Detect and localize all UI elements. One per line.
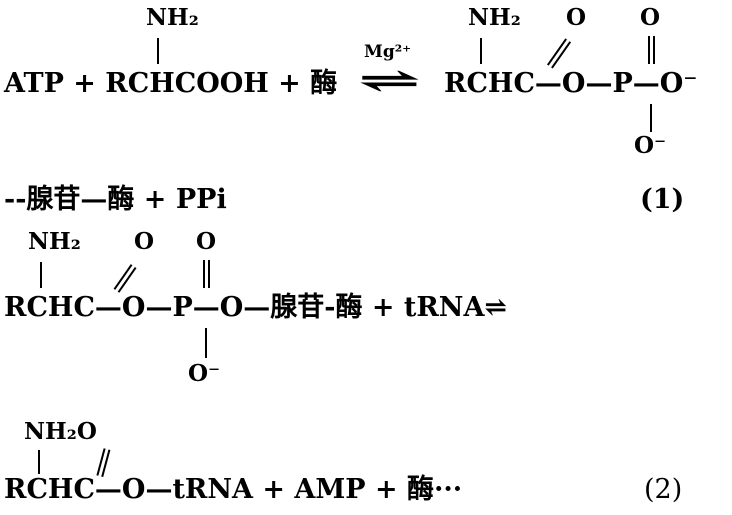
equation-label-1: (1) [640, 184, 685, 215]
amine-group: NH₂ [146, 4, 199, 31]
reactants-2: RCHC—O—P—O—腺苷-酶 + tRNA⇌ [4, 292, 508, 323]
bond-line [650, 104, 652, 132]
phosphoryl-oxygen: O [640, 4, 661, 31]
carbonyl-oxygen: O [566, 4, 587, 31]
amine-carbonyl-group: NH₂O [24, 418, 97, 445]
reactants-1: ATP + RCHCOOH + 酶 [4, 68, 338, 99]
double-bond [547, 38, 567, 66]
phosphate-oxygen: O⁻ [634, 132, 667, 159]
equation-label-2: (2) [644, 474, 683, 505]
bond-line [40, 262, 42, 288]
double-bond [648, 36, 650, 64]
catalyst-label: Mg²⁺ [364, 42, 412, 62]
double-bond [203, 260, 205, 288]
continuation-1: --腺苷—酶 + PPi [4, 184, 227, 215]
product-chain-1: RCHC—O—P—O⁻ [444, 68, 698, 99]
phosphoryl-oxygen: O [196, 228, 217, 255]
carbonyl-oxygen: O [134, 228, 155, 255]
amine-group: NH₂ [468, 4, 521, 31]
products-2: RCHC—O—tRNA + AMP + 酶··· [4, 474, 463, 505]
phosphate-oxygen: O⁻ [188, 360, 221, 387]
amine-group: NH₂ [28, 228, 81, 255]
bond-line [157, 38, 159, 64]
bond-line [38, 450, 40, 474]
equilibrium-arrow: ⇌ [358, 61, 421, 101]
bond-line [480, 38, 482, 64]
bond-line [205, 328, 207, 358]
double-bond [96, 448, 106, 476]
double-bond [113, 264, 133, 290]
